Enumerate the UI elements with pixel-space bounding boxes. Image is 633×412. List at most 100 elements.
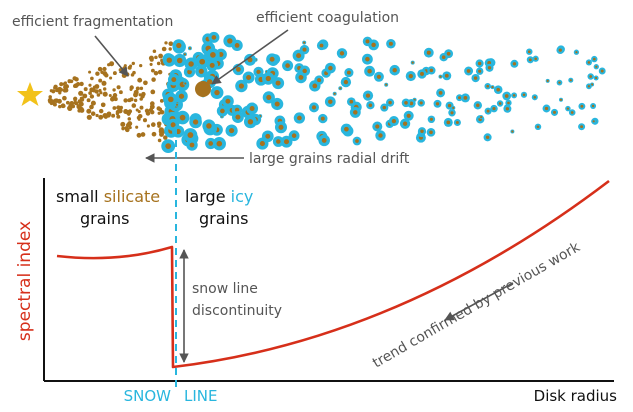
- icy-grain: [271, 97, 284, 111]
- icy-grain: [550, 108, 559, 116]
- icy-grain: [443, 117, 453, 127]
- silicate-grain: [50, 100, 55, 105]
- silicate-grain: [133, 92, 138, 98]
- icy-grain: [439, 52, 448, 62]
- left-region-label-line1: small silicate: [56, 187, 160, 206]
- silicate-grain: [101, 80, 107, 86]
- silicate-grain: [116, 114, 121, 119]
- silicate-grain: [130, 73, 135, 77]
- silicate-grain: [150, 68, 155, 73]
- silicate-grain: [67, 79, 72, 84]
- icy-grain: [262, 72, 275, 85]
- silicate-grain: [120, 121, 126, 127]
- icy-grain: [202, 119, 216, 133]
- icy-grain: [380, 103, 389, 112]
- icy-grain: [386, 39, 396, 49]
- silicate-grain: [98, 114, 104, 120]
- silicate-grain: [98, 78, 103, 83]
- silicate-grain: [100, 102, 106, 108]
- icy-grain: [373, 71, 384, 82]
- icy-grain: [545, 78, 550, 83]
- icy-grain: [484, 82, 491, 90]
- icy-grain: [187, 46, 192, 51]
- silicate-grain: [150, 89, 156, 95]
- silicate-grain: [102, 66, 107, 72]
- silicate-grain: [89, 94, 95, 99]
- icy-grain: [531, 94, 538, 101]
- x-axis-label: Disk radius: [534, 387, 618, 405]
- icy-grain: [332, 91, 337, 96]
- silicate-grain: [157, 69, 163, 75]
- icy-grain: [401, 98, 411, 108]
- icy-grain: [195, 54, 209, 69]
- icy-grain: [364, 65, 376, 77]
- silicate-grain: [95, 113, 99, 118]
- icy-grain: [344, 68, 354, 78]
- silicate-grain: [78, 90, 84, 96]
- icy-grain: [403, 110, 414, 121]
- icy-grain: [442, 71, 452, 81]
- silicate-grain: [129, 85, 134, 90]
- silicate-grain: [112, 106, 117, 110]
- silicate-grain: [48, 95, 52, 99]
- icy-grain: [417, 69, 427, 79]
- icy-grain: [352, 136, 362, 146]
- icy-grain: [559, 97, 563, 102]
- silicate-grain: [102, 91, 108, 97]
- icy-grain: [222, 95, 234, 108]
- spectral-index-curve: [56, 179, 610, 369]
- icy-grain: [272, 136, 284, 147]
- silicate-grain: [90, 111, 96, 116]
- silicate-grain: [116, 85, 121, 90]
- silicate-grain: [74, 77, 79, 82]
- icy-grain: [272, 77, 285, 90]
- silicate-grain: [79, 107, 85, 113]
- icy-grain: [464, 66, 474, 76]
- icy-grain: [340, 123, 353, 135]
- silicate-grain: [115, 111, 120, 116]
- icy-grain: [349, 106, 361, 118]
- icy-grain: [175, 102, 180, 107]
- icy-grain: [510, 59, 519, 68]
- icy-grain: [490, 85, 495, 90]
- right-region-label-line2: grains: [199, 209, 248, 228]
- silicate-grain: [83, 87, 88, 92]
- icy-grain: [175, 77, 190, 92]
- snow-line-label-left: SNOW: [124, 387, 172, 405]
- silicate-grain: [153, 70, 159, 76]
- silicate-grain: [168, 47, 172, 51]
- icy-grain: [205, 137, 217, 150]
- silicate-grain: [95, 71, 100, 76]
- icy-grain: [173, 53, 187, 68]
- icy-grains-cloud: [161, 31, 606, 154]
- silicate-grain: [140, 94, 145, 99]
- silicate-grain: [86, 98, 91, 103]
- icy-grain: [266, 53, 279, 66]
- silicate-grain: [96, 93, 101, 97]
- icy-grain: [261, 130, 274, 143]
- silicate-grain: [137, 113, 143, 119]
- icy-grain: [433, 99, 442, 108]
- silicate-grain: [71, 104, 76, 109]
- silicate-grain: [58, 91, 62, 95]
- silicate-grain: [150, 110, 155, 115]
- icy-grain: [593, 64, 599, 70]
- silicate-grain: [149, 62, 153, 66]
- silicate-grain: [158, 54, 163, 59]
- discontinuity-label-line2: discontinuity: [192, 303, 282, 319]
- icy-grain: [510, 129, 515, 134]
- silicate-grain: [108, 93, 112, 98]
- silicate-grain: [142, 118, 148, 123]
- icy-grain: [556, 46, 565, 54]
- icy-grain: [483, 133, 492, 142]
- icy-grain: [340, 76, 352, 88]
- icy-grain: [231, 39, 243, 52]
- silicate-grain: [136, 132, 142, 138]
- silicate-grain: [124, 127, 130, 133]
- silicate-grain: [86, 108, 92, 114]
- silicate-grain: [73, 101, 78, 105]
- icy-grain: [542, 104, 551, 113]
- silicate-grain: [123, 98, 128, 103]
- icy-grain: [338, 86, 343, 91]
